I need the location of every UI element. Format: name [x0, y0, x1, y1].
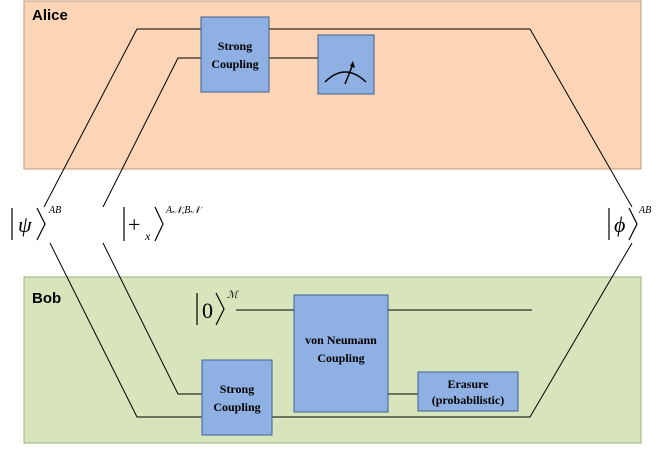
von-neumann-line1: von Neumann	[305, 333, 377, 347]
wire-psi-bob	[49, 242, 633, 418]
phi-symbol: ϕ	[614, 212, 625, 237]
zero-symbol: 0	[202, 298, 213, 323]
wire-psi-alice	[43, 28, 633, 208]
erasure-line2: (probabilistic)	[432, 393, 504, 407]
von-neumann-line2: Coupling	[317, 351, 364, 365]
zero-state-ket: 0 ℳ	[196, 290, 239, 326]
bob-label: Bob	[32, 290, 61, 307]
bob-strong-coupling-line2: Coupling	[213, 400, 260, 414]
psi-superscript: AB	[48, 205, 61, 216]
plus-state-ket: + x A𝒩,B𝒩	[123, 205, 203, 243]
plus-superscript: A𝒩,B𝒩	[165, 205, 203, 216]
phi-superscript: AB	[638, 205, 651, 216]
phi-state-ket: ϕ AB	[608, 205, 651, 241]
wire-plus-bob	[102, 242, 202, 395]
plus-symbol: +	[128, 212, 140, 237]
wire-plus-alice	[102, 57, 318, 208]
alice-strong-coupling-line1: Strong	[218, 39, 252, 53]
erasure-box	[417, 371, 519, 412]
von-neumann-coupling-box	[293, 294, 389, 413]
erasure-line1: Erasure	[447, 377, 489, 391]
bob-strong-coupling-line1: Strong	[220, 382, 254, 396]
psi-state-ket: ψ AB	[11, 205, 61, 241]
bob-strong-coupling-box	[201, 359, 273, 436]
alice-label: Alice	[32, 7, 68, 24]
plus-subscript: x	[144, 229, 151, 243]
alice-strong-coupling-box	[200, 16, 270, 93]
psi-symbol: ψ	[18, 212, 32, 237]
alice-strong-coupling-line2: Coupling	[211, 57, 258, 71]
measurement-meter-box	[317, 34, 375, 95]
zero-superscript: ℳ	[227, 290, 239, 301]
measurement-meter-icon	[324, 61, 367, 85]
